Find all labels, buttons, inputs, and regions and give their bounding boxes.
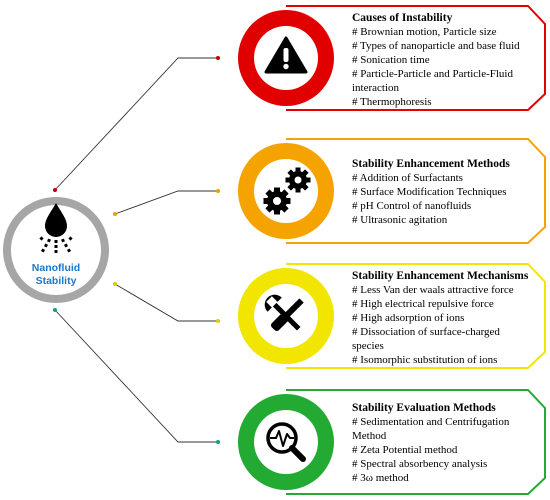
connector-1-dot-end <box>216 56 220 60</box>
connector-2-dot-end <box>216 189 220 193</box>
card-stability-enhancement-mechanisms: Stability Enhancement Mechanisms # Less … <box>238 263 546 369</box>
warning-icon <box>264 36 308 74</box>
card-1-item-3: # Sonication time <box>352 54 430 66</box>
card-1-item-4: # Particle-Particle and Particle-Fluid <box>352 68 513 80</box>
center-label-line1: Nanofluid <box>32 262 80 274</box>
card-4-frame <box>286 389 546 495</box>
connector-4-dot-end <box>216 440 220 444</box>
card-2-item-3: # pH Control of nanofluids <box>352 200 471 212</box>
card-3-title: Stability Enhancement Mechanisms <box>352 270 529 282</box>
connector-2 <box>114 190 218 215</box>
connector-4 <box>54 309 218 443</box>
card-2-frame <box>286 138 546 244</box>
center-node: Nanofluid Stability <box>3 197 109 303</box>
connector-2-dot-start <box>113 212 117 216</box>
card-causes-of-instability: Causes of Instability # Brownian motion,… <box>238 5 546 111</box>
center-label-line2: Stability <box>36 275 77 287</box>
card-1-item-1: # Brownian motion, Particle size <box>352 26 497 38</box>
connector-1-dot-start <box>53 188 57 192</box>
card-1-item-5: interaction <box>352 82 400 94</box>
card-4-item-1: # Sedimentation and Centrifugation <box>352 416 510 428</box>
card-4-item-3: # Zeta Potential method <box>352 444 458 456</box>
card-2-item-2: # Surface Modification Techniques <box>352 186 507 198</box>
card-1-item-2: # Types of nanoparticle and base fluid <box>352 40 520 52</box>
tools-icon <box>264 294 304 332</box>
card-2-title: Stability Enhancement Methods <box>352 158 510 170</box>
connector-4-dot-start <box>53 308 57 312</box>
card-2-item-1: # Addition of Surfactants <box>352 172 463 184</box>
card-4-item-4: # Spectral absorbency analysis <box>352 458 487 470</box>
magnifier-chart-icon <box>266 422 306 462</box>
card-3-item-3: # High adsorption of ions <box>352 312 464 324</box>
card-2-item-4: # Ultrasonic agitation <box>352 214 448 226</box>
card-stability-evaluation-methods: Stability Evaluation Methods # Sedimenta… <box>238 389 546 495</box>
card-4-title: Stability Evaluation Methods <box>352 402 496 414</box>
card-3-item-2: # High electrical repulsive force <box>352 298 494 310</box>
card-3-frame <box>286 263 546 369</box>
card-3-item-6: # Isomorphic substitution of ions <box>352 354 497 366</box>
connector-3-dot-start <box>113 282 117 286</box>
connector-3-dot-end <box>216 319 220 323</box>
card-stability-enhancement-methods: Stability Enhancement Methods # Addition… <box>238 138 546 244</box>
gears-icon <box>263 167 311 215</box>
connector-1 <box>54 57 218 191</box>
droplet-spray-icon <box>39 203 73 253</box>
card-3-item-4: # Dissociation of surface-charged <box>352 326 500 338</box>
card-3-item-1: # Less Van der waals attractive force <box>352 284 514 296</box>
card-1-frame <box>286 5 546 111</box>
card-3-item-5: species <box>352 340 384 352</box>
connectors <box>53 56 220 444</box>
card-4-item-2: Method <box>352 430 387 442</box>
card-1-item-6: # Thermophoresis <box>352 96 432 108</box>
card-4-item-5: # 3ω method <box>352 472 409 484</box>
connector-3 <box>114 283 218 322</box>
card-1-title: Causes of Instability <box>352 12 453 24</box>
